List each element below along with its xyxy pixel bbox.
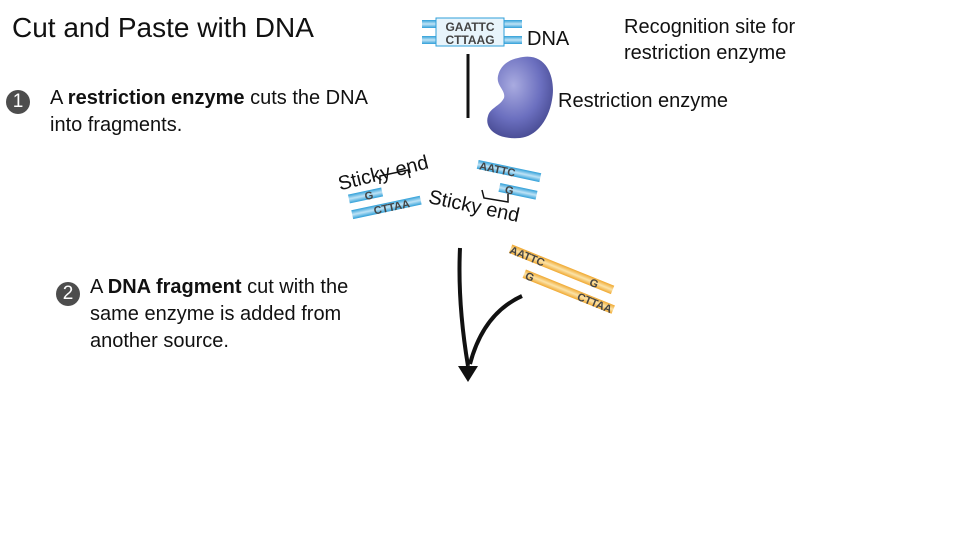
sticky-end-bracket-right xyxy=(481,189,509,203)
step-2-text: A DNA fragment cut with the same enzyme … xyxy=(90,276,349,352)
yellow-left-bottom-seq: G xyxy=(523,270,535,284)
sticky-end-bracket-left xyxy=(379,169,411,184)
right-top-seq: AATTC xyxy=(478,160,516,179)
yellow-left-top-seq: AATTC xyxy=(508,245,546,270)
yellow-right-top-seq: G xyxy=(588,277,600,291)
curved-arrow-right xyxy=(468,294,523,365)
yellow-right-bottom-seq: CTTAA xyxy=(575,291,613,316)
sticky-end-label-1: Sticky end xyxy=(336,152,431,196)
page-title: Cut and Paste with DNA xyxy=(12,12,314,43)
recognition-site-label: Recognition site for restriction enzyme xyxy=(624,16,796,64)
step-2-number: 2 xyxy=(56,282,80,306)
dna-recognition-site: GAATTC CTTAAG xyxy=(422,17,522,47)
step-1-number: 1 xyxy=(6,90,30,114)
curved-arrow-left xyxy=(457,247,470,367)
restriction-enzyme-blob xyxy=(487,56,553,139)
right-bottom-seq: G xyxy=(504,184,515,198)
step-1-text: A restriction enzyme cuts the DNA into f… xyxy=(50,87,367,136)
right-dna-fragment: AATTC G xyxy=(476,159,542,200)
dna-label: DNA xyxy=(527,28,570,50)
foreign-dna-fragment: AATTC G G CTTAA xyxy=(508,244,615,316)
left-top-seq: G xyxy=(364,190,375,204)
site-top-seq: GAATTC xyxy=(445,20,494,34)
restriction-enzyme-label: Restriction enzyme xyxy=(558,90,729,112)
down-arrow-head xyxy=(458,366,478,382)
left-bottom-seq: CTTAA xyxy=(373,198,411,217)
site-bottom-seq: CTTAAG xyxy=(445,33,494,47)
